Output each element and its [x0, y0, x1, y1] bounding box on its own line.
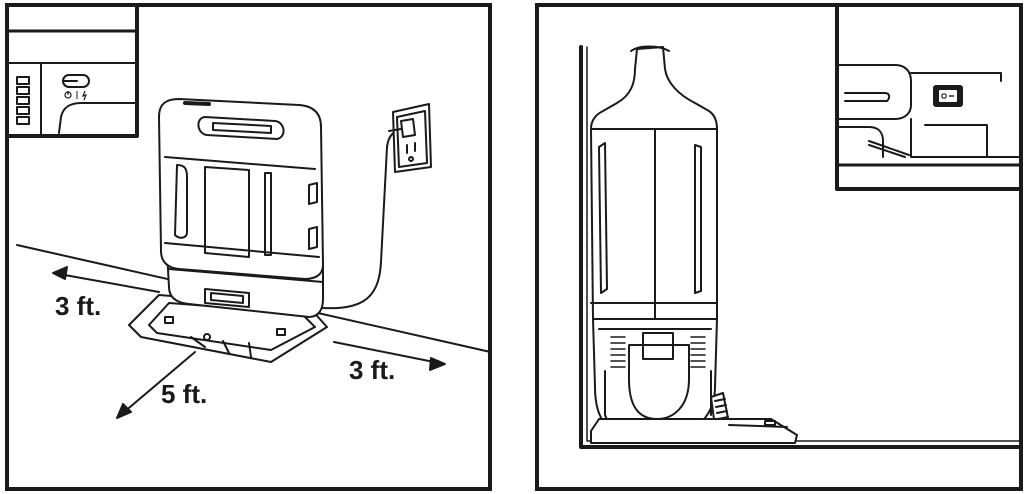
right-arrow-head	[429, 357, 446, 371]
lightning-icon	[81, 90, 88, 101]
front-clearance-label: 5 ft.	[161, 379, 208, 409]
power-switch-icon	[933, 85, 963, 107]
power-icon	[64, 91, 72, 99]
left-panel-illustration	[9, 7, 488, 419]
wall-outlet	[388, 103, 432, 173]
right-arrow-line	[333, 341, 440, 364]
power-switch-inset	[835, 7, 1019, 191]
dock-side-view	[590, 45, 798, 444]
left-panel-placement-diagram: 3 ft. 3 ft. 5 ft.	[5, 3, 492, 491]
wall-corner-lines	[579, 45, 1019, 449]
right-panel-wall-placement	[535, 3, 1023, 491]
dock-body	[158, 98, 324, 318]
power-panel-inset	[9, 7, 139, 138]
front-arrow-head	[116, 403, 132, 419]
left-arrow-head	[52, 266, 68, 280]
left-clearance-label: 3 ft.	[55, 291, 102, 321]
front-arrow-line	[122, 351, 196, 414]
right-clearance-label: 3 ft.	[349, 355, 396, 385]
right-panel-illustration	[579, 7, 1019, 449]
left-arrow-line	[58, 273, 160, 293]
dimension-arrows	[52, 266, 446, 419]
